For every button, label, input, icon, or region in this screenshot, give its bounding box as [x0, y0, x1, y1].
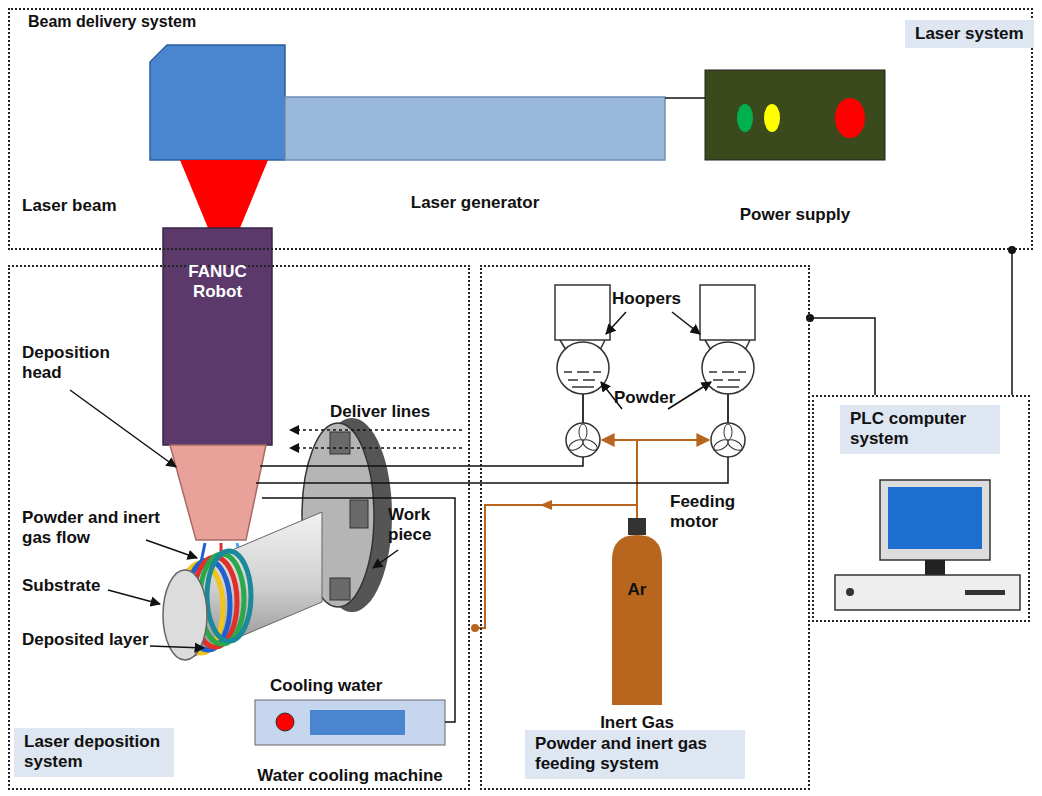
- system-tag: Laser system: [905, 20, 1034, 48]
- part-label: Hoopers: [612, 289, 681, 309]
- part-label: Deposition head: [22, 343, 132, 384]
- system-tag: Laser deposition system: [14, 728, 174, 777]
- robot-arm: [163, 228, 272, 445]
- robot-box: FANUC Robot: [163, 228, 272, 445]
- argon-cylinder: [612, 518, 662, 705]
- deliver-lines: [256, 430, 728, 722]
- part-label: Laser beam: [22, 196, 117, 216]
- node-label: Ar: [612, 580, 662, 600]
- part-label: Substrate: [22, 576, 100, 596]
- laser-beam: [180, 160, 268, 228]
- junction-dot: [1008, 246, 1016, 254]
- node-label: Inert Gas: [600, 713, 674, 733]
- connector-line: [810, 318, 875, 395]
- leader-arrows: [70, 312, 711, 648]
- water-cooling-machine: [255, 700, 445, 745]
- work-piece: [163, 418, 392, 660]
- node-label: Water cooling machine: [257, 766, 442, 786]
- system-region: Laser systemLaser generatorPower supply: [8, 8, 1033, 250]
- computer: [835, 480, 1020, 610]
- junction-dot: [806, 314, 814, 322]
- node-label: Power supply: [740, 205, 851, 225]
- power-supply: [705, 70, 885, 160]
- node-label: Cooling water: [270, 676, 382, 696]
- laser-head: [150, 45, 665, 160]
- system-tag: Powder and inert gas feeding system: [525, 730, 745, 779]
- part-label: Feeding motor: [670, 492, 750, 533]
- part-label: Powder and inert gas flow: [22, 508, 162, 549]
- laser-generator: Laser generator: [285, 97, 665, 160]
- node-label: FANUC Robot: [173, 262, 262, 303]
- gas-cylinder: ArInert Gas: [612, 535, 662, 705]
- system-tag: PLC computer system: [840, 405, 1000, 454]
- connector-line: [665, 97, 705, 99]
- deposition-head: [170, 445, 266, 540]
- node-label: Laser generator: [411, 193, 540, 213]
- power-supply-box: Power supply: [705, 70, 885, 160]
- part-label: Powder: [614, 388, 675, 408]
- part-label: Work piece: [388, 505, 448, 546]
- cooling-box: Cooling waterWater cooling machine: [255, 700, 445, 745]
- part-label: Beam delivery system: [28, 12, 196, 31]
- hopper: [555, 285, 610, 457]
- part-label: Deposited layer: [22, 630, 149, 650]
- connector-line: [1011, 250, 1013, 395]
- gas-hose: [471, 440, 709, 632]
- part-label: Deliver lines: [330, 402, 430, 422]
- system-region: PLC computer system: [812, 395, 1030, 622]
- system-region: Powder and inert gas feeding systemArIne…: [480, 265, 810, 790]
